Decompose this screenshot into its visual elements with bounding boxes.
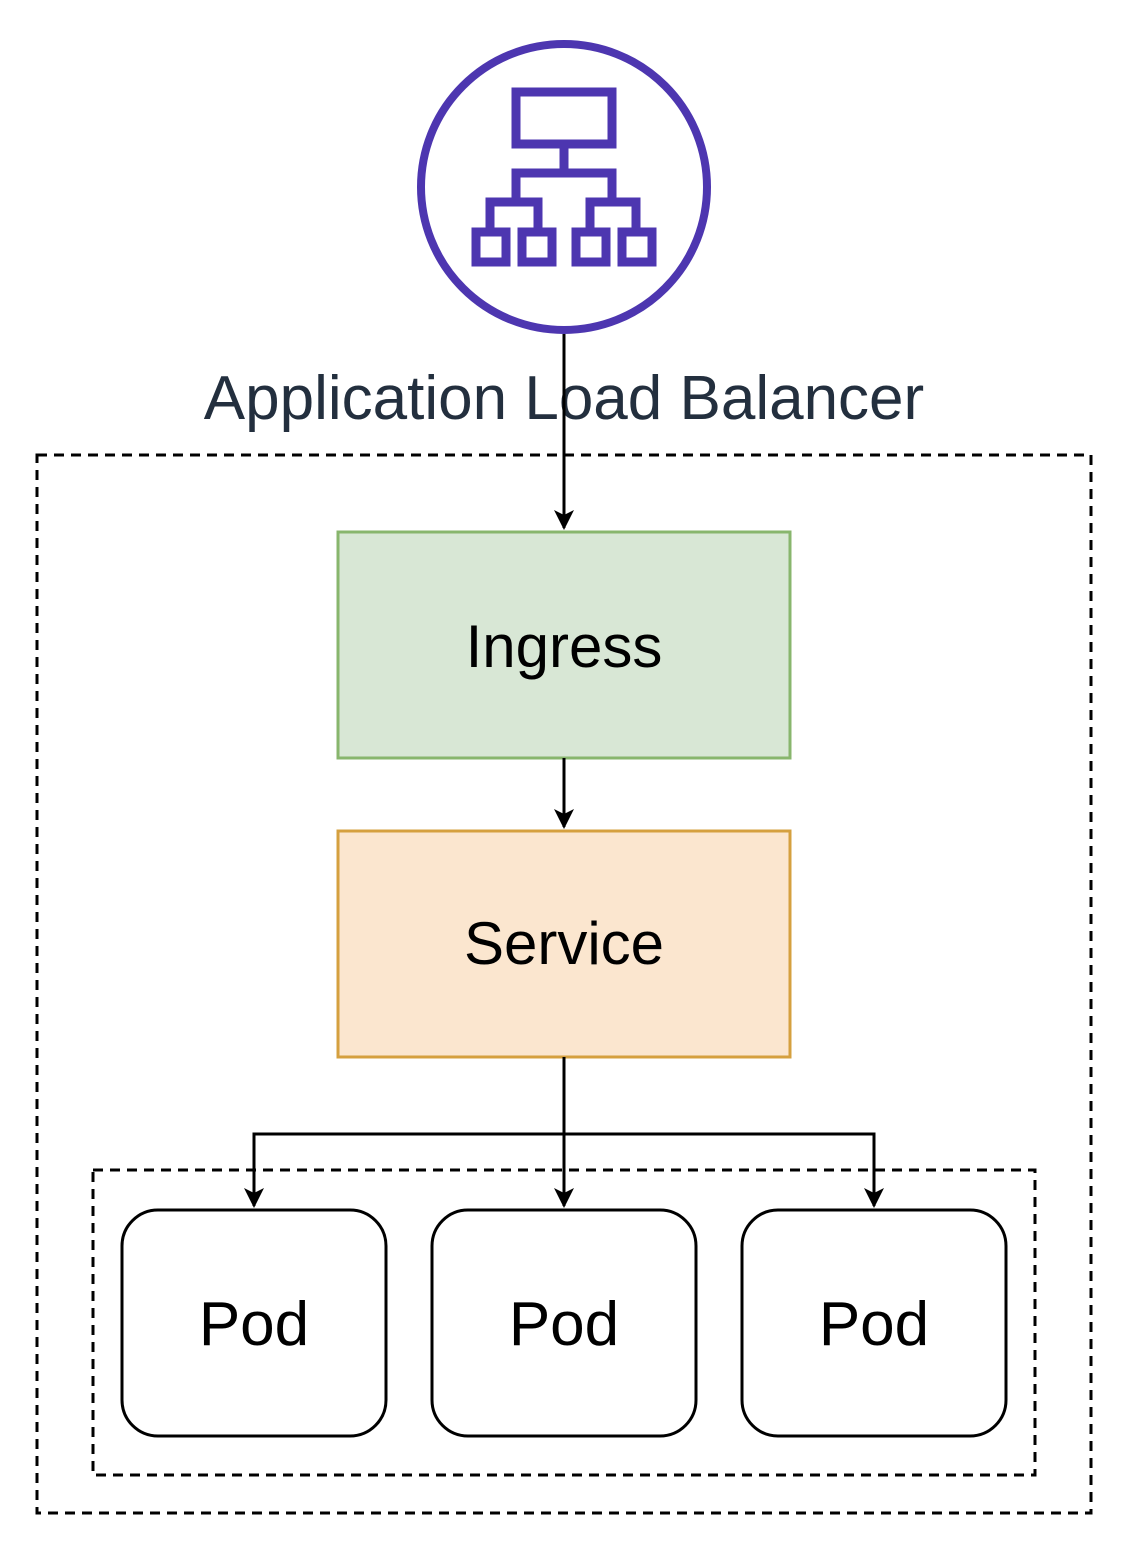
ingress-box[interactable]: Ingress bbox=[336, 530, 792, 760]
pod-box[interactable]: Pod bbox=[740, 1208, 1008, 1438]
service-box[interactable]: Service bbox=[336, 829, 792, 1059]
load-balancer-icon[interactable] bbox=[417, 40, 711, 334]
connector-service-pod-1 bbox=[244, 1132, 564, 1208]
pod-label: Pod bbox=[199, 1290, 309, 1359]
pods-group-boundary bbox=[91, 1168, 1037, 1477]
pod-box[interactable]: Pod bbox=[430, 1208, 698, 1438]
pod-label: Pod bbox=[509, 1290, 619, 1359]
connector-service-pod-3 bbox=[564, 1132, 884, 1208]
pod-box[interactable]: Pod bbox=[120, 1208, 388, 1438]
service-label: Service bbox=[464, 910, 664, 977]
ingress-label: Ingress bbox=[466, 613, 663, 680]
pod-label: Pod bbox=[819, 1290, 929, 1359]
